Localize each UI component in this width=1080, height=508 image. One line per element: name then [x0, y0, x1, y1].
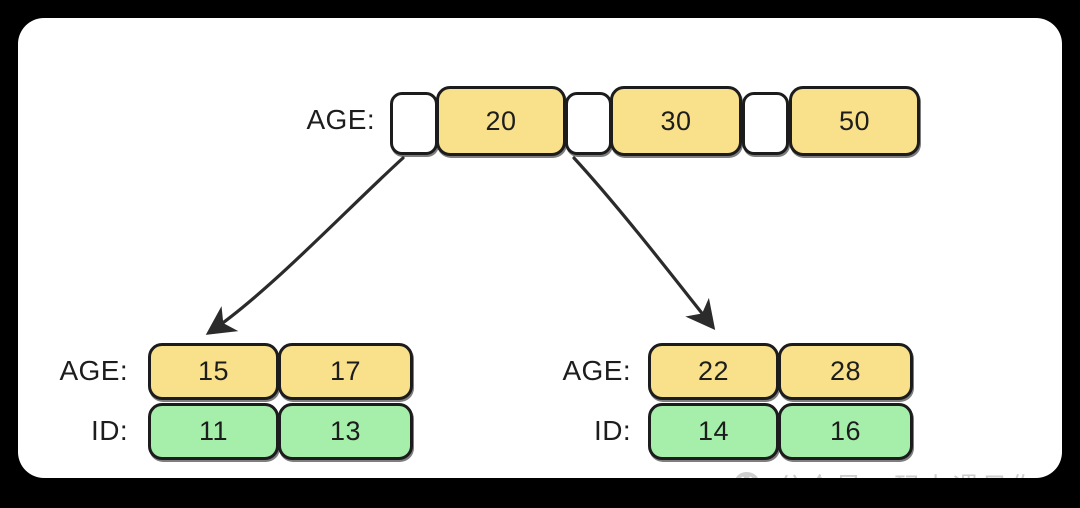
root-age-label: AGE:: [306, 104, 375, 135]
right-leaf-age-cell-0[interactable]: 22: [648, 343, 779, 400]
left-leaf-age-cell-0[interactable]: 15: [148, 343, 279, 400]
wechat-icon: [735, 471, 759, 478]
watermark: 公众号 · 码上遇见你: [734, 466, 1039, 478]
root-pointer-1[interactable]: [565, 92, 612, 155]
right-leaf-id-cell-0[interactable]: 14: [648, 403, 779, 460]
arrow-root-to-right-leaf: [572, 156, 716, 331]
root-key-cell-50[interactable]: 50: [789, 86, 920, 156]
left-leaf-id-label: ID:: [91, 415, 128, 446]
diagram-card: AGE: 20 30 50 AGE: ID: 15 17 11: [18, 18, 1062, 478]
right-leaf-id-label: ID:: [594, 415, 631, 446]
root-key-cell-30[interactable]: 30: [610, 86, 742, 156]
left-leaf-age-cell-1[interactable]: 17: [278, 343, 413, 400]
right-leaf-id-cell-1[interactable]: 16: [778, 403, 913, 460]
left-leaf-age-label: AGE:: [59, 355, 128, 386]
right-leaf-age-label: AGE:: [562, 355, 631, 386]
left-leaf-id-cell-1[interactable]: 13: [278, 403, 413, 460]
watermark-text: 公众号 · 码上遇见你: [777, 466, 1039, 478]
arrow-root-to-left-leaf: [205, 156, 405, 335]
left-leaf-id-cell-0[interactable]: 11: [148, 403, 279, 460]
root-pointer-2[interactable]: [742, 92, 789, 155]
root-key-cell-20[interactable]: 20: [436, 86, 566, 156]
right-leaf-age-cell-1[interactable]: 28: [778, 343, 913, 400]
root-pointer-0[interactable]: [390, 92, 438, 155]
